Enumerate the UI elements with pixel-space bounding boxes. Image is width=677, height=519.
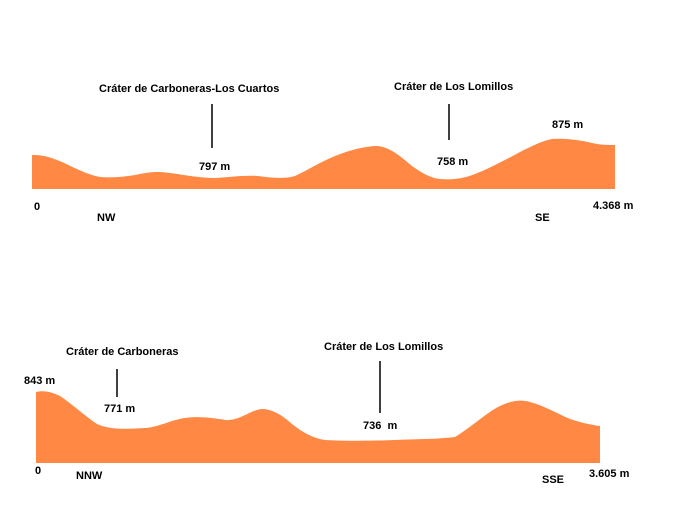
direction-right-bottom: SSE bbox=[542, 474, 564, 486]
crater-label-top-a: Cráter de Carboneras-Los Cuartos bbox=[99, 83, 279, 95]
elevation-label-bottom-a: 771 m bbox=[104, 403, 135, 415]
crater-label-top-b: Cráter de Los Lomillos bbox=[394, 81, 513, 93]
profile-bottom: Cráter de Carboneras Cráter de Los Lomil… bbox=[24, 341, 630, 486]
direction-right-top: SE bbox=[535, 212, 550, 224]
profile-top: Cráter de Carboneras-Los Cuartos Cráter … bbox=[32, 81, 634, 224]
direction-left-bottom: NNW bbox=[76, 470, 103, 482]
elevation-label-bottom-start: 843 m bbox=[24, 375, 55, 387]
elevation-label-top-peak: 875 m bbox=[552, 119, 583, 131]
elevation-label-top-b: 758 m bbox=[437, 156, 468, 168]
distance-end-top: 4.368 m bbox=[593, 200, 634, 212]
elevation-label-top-a: 797 m bbox=[199, 161, 230, 173]
distance-start-top: 0 bbox=[34, 201, 40, 213]
distance-end-bottom: 3.605 m bbox=[589, 468, 630, 480]
crater-label-bottom-b: Cráter de Los Lomillos bbox=[324, 341, 443, 353]
crater-label-bottom-a: Cráter de Carboneras bbox=[66, 346, 179, 358]
terrain-profile-top bbox=[32, 138, 615, 189]
elevation-label-bottom-b: 736 m bbox=[363, 420, 397, 432]
distance-start-bottom: 0 bbox=[35, 465, 41, 477]
terrain-profile-bottom bbox=[36, 391, 600, 463]
direction-left-top: NW bbox=[97, 212, 116, 224]
